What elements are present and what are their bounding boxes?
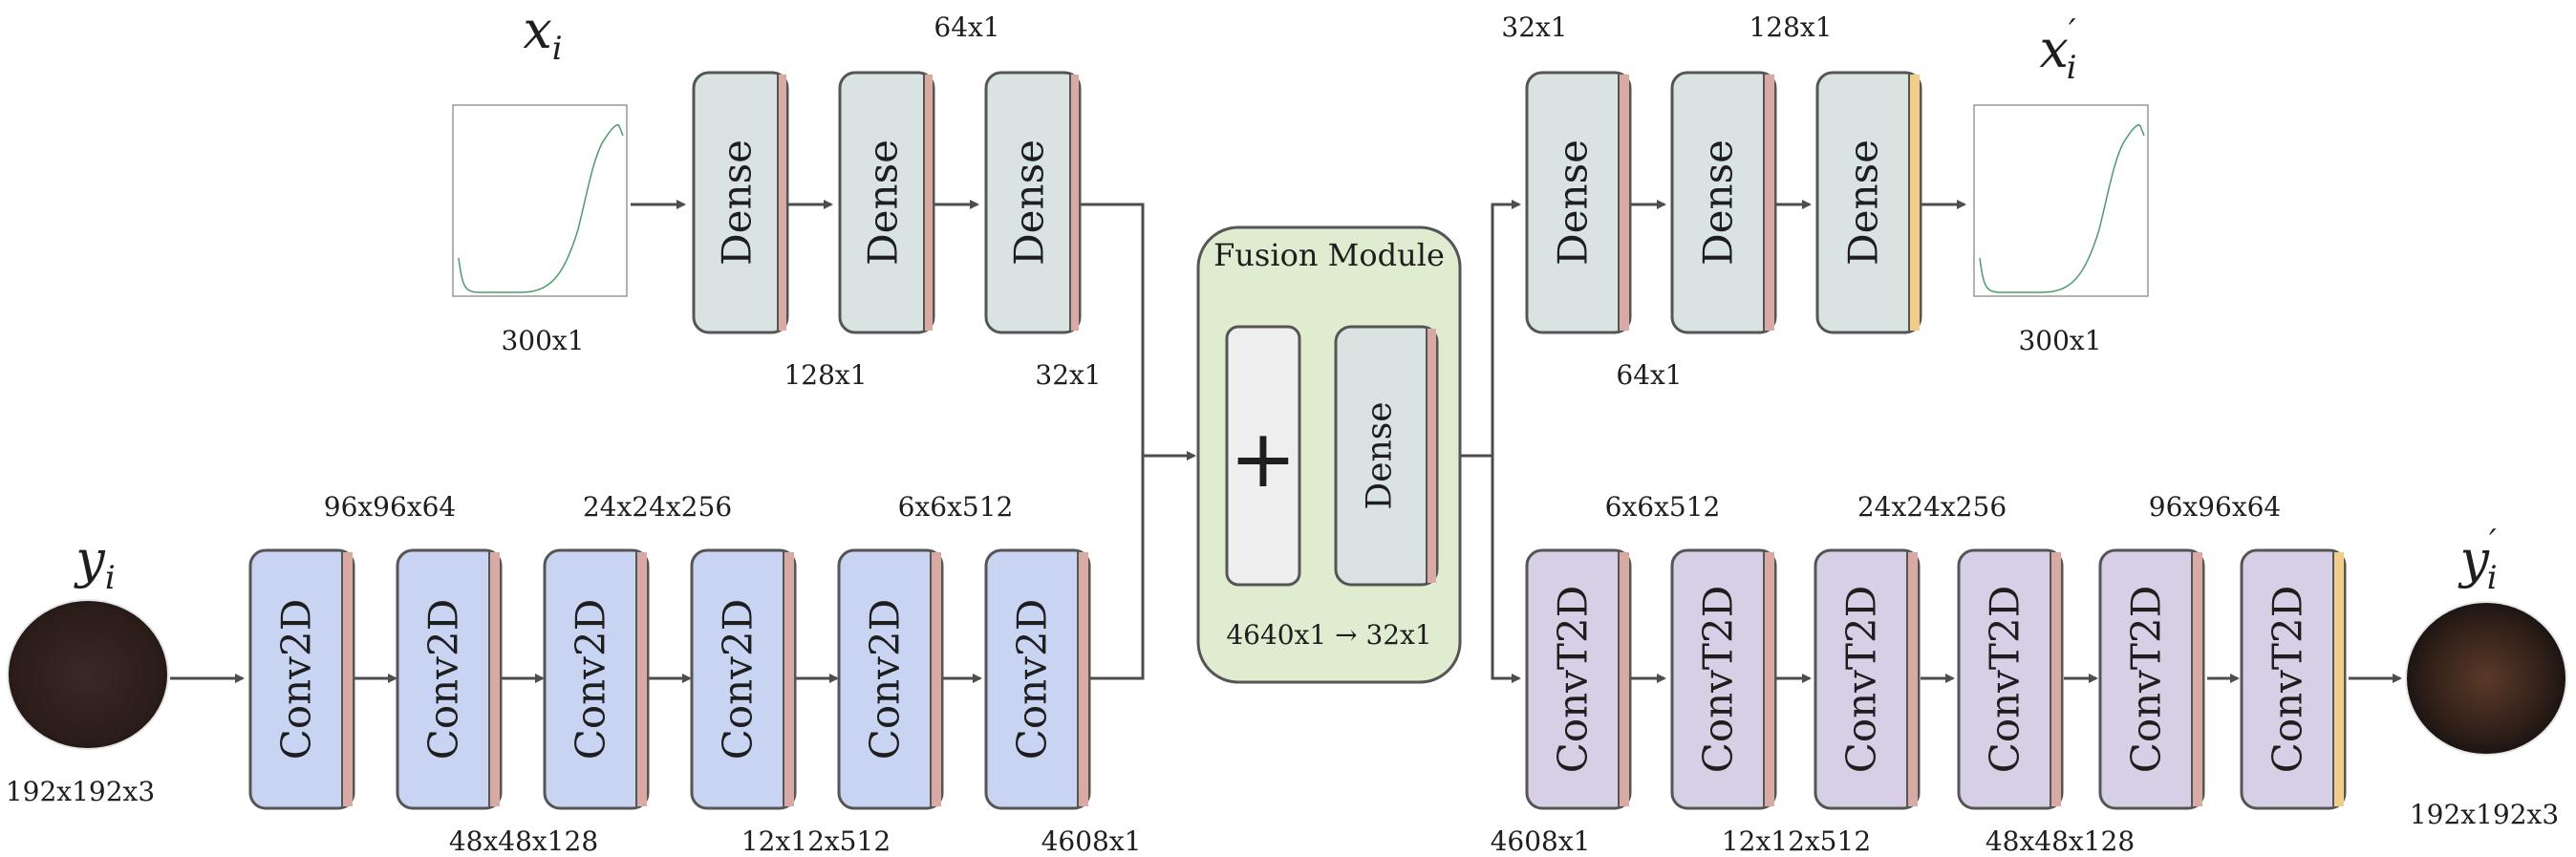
enc-conv-3-dim: 24x24x256: [583, 491, 732, 523]
dec-dense-1: Dense: [1525, 71, 1632, 334]
decoder-1d: Dense Dense Dense 32x1 64x1 128x1: [1501, 11, 1922, 391]
fusion-module: Fusion Module + Dense 4640x1 → 32x1: [1196, 225, 1462, 684]
input-x-dim: 300x1: [501, 325, 584, 356]
enc-conv-3: Conv2D: [543, 548, 650, 810]
enc-conv-5-label: Conv2D: [862, 599, 909, 761]
output-particle-image: [2405, 601, 2567, 756]
enc-dense-2: Dense: [838, 71, 935, 334]
output-x-label: x′i: [2039, 12, 2076, 87]
dec-dense-3-dim: 128x1: [1749, 11, 1832, 43]
dec-convt-3: ConvT2D: [1814, 548, 1921, 810]
plus-icon: +: [1230, 412, 1297, 505]
enc-conv-2: Conv2D: [396, 548, 503, 810]
dec-dense-1-dim: 32x1: [1501, 11, 1567, 43]
encoder-2d: Conv2D Conv2D Conv2D Conv2D Conv2D: [248, 491, 1142, 857]
dec-convt-5-label: ConvT2D: [2123, 586, 2170, 774]
dec-convt-1-dim: 4608x1: [1491, 825, 1591, 857]
enc-conv-4-dim: 12x12x512: [741, 825, 891, 857]
enc-dense-1: Dense: [692, 71, 789, 334]
connector-dense3-down: [1080, 203, 1145, 456]
enc-conv-3-label: Conv2D: [568, 599, 614, 761]
input-x-label: xi: [523, 0, 562, 68]
dec-dense-2-label: Dense: [1695, 139, 1742, 266]
decoder-2d: ConvT2D ConvT2D ConvT2D ConvT2D ConvT2D: [1491, 491, 2347, 857]
enc-conv-1-dim: 96x96x64: [324, 491, 456, 523]
output-x-group: x′i 300x1: [1973, 12, 2149, 356]
output-x-dim: 300x1: [2018, 325, 2101, 356]
input-y-label: yi: [74, 529, 115, 597]
fusion-module-title: Fusion Module: [1213, 237, 1445, 273]
enc-conv-2-label: Conv2D: [420, 599, 467, 761]
dec-convt-3-label: ConvT2D: [1838, 586, 1885, 774]
dec-convt-5-dim: 48x48x128: [1986, 825, 2135, 857]
enc-conv-2-dim: 48x48x128: [449, 825, 598, 857]
enc-dense-2-dim: 64x1: [934, 11, 999, 43]
enc-conv-5: Conv2D: [837, 548, 944, 810]
enc-dense-2-label: Dense: [860, 139, 907, 266]
dec-dense-3-label: Dense: [1840, 139, 1887, 266]
dec-convt-6-label: ConvT2D: [2265, 586, 2311, 774]
fusion-dim: 4640x1 → 32x1: [1226, 619, 1431, 651]
dec-convt-4-dim: 24x24x256: [1857, 491, 2007, 523]
encoder-1d: Dense Dense Dense 128x1 64x1 32x1: [692, 11, 1102, 391]
enc-conv-1-label: Conv2D: [273, 599, 320, 761]
dec-dense-1-label: Dense: [1550, 139, 1597, 266]
arrow-fusion-to-top-decoder: [1460, 200, 1521, 458]
enc-conv-6: Conv2D: [984, 548, 1091, 810]
dec-convt-2-label: ConvT2D: [1695, 586, 1742, 774]
arrow-fusion-to-bottom-decoder: [1491, 456, 1521, 683]
fusion-dense-block: Dense: [1334, 325, 1439, 587]
fusion-concat-block: [1225, 325, 1301, 587]
fusion-dense-label: Dense: [1361, 401, 1400, 509]
connector-conv6-up: [1089, 456, 1145, 680]
enc-conv-1: Conv2D: [248, 548, 355, 810]
enc-dense-3-dim: 32x1: [1035, 359, 1101, 391]
dec-convt-2-dim: 6x6x512: [1605, 491, 1721, 523]
dec-convt-1-label: ConvT2D: [1550, 586, 1597, 774]
dec-convt-2: ConvT2D: [1670, 548, 1777, 810]
dec-convt-4: ConvT2D: [1957, 548, 2064, 810]
input-y-group: yi 192x192x3: [6, 529, 169, 807]
input-spectrum-plot: [452, 104, 628, 297]
dec-dense-2-dim: 64x1: [1616, 359, 1682, 391]
enc-dense-3-label: Dense: [1006, 139, 1053, 266]
input-x-group: xi 300x1: [452, 0, 628, 356]
dec-convt-5: ConvT2D: [2098, 548, 2205, 810]
enc-dense-3: Dense: [984, 71, 1082, 334]
dec-dense-2: Dense: [1670, 71, 1777, 334]
dec-convt-6: ConvT2D: [2240, 548, 2347, 810]
dec-convt-3-dim: 12x12x512: [1722, 825, 1871, 857]
output-y-group: y′i 192x192x3: [2405, 523, 2567, 830]
enc-dense-1-dim: 128x1: [784, 359, 867, 391]
dec-convt-1: ConvT2D: [1525, 548, 1632, 810]
dec-convt-4-label: ConvT2D: [1982, 586, 2029, 774]
enc-conv-4: Conv2D: [690, 548, 797, 810]
output-y-label: y′i: [2458, 523, 2497, 597]
enc-conv-6-label: Conv2D: [1009, 599, 1056, 761]
enc-conv-6-dim: 4608x1: [1041, 825, 1142, 857]
input-particle-image: [7, 599, 169, 750]
dec-convt-6-dim: 96x96x64: [2149, 491, 2281, 523]
input-y-dim: 192x192x3: [6, 776, 155, 807]
enc-conv-5-dim: 6x6x512: [898, 491, 1014, 523]
dec-dense-3: Dense: [1815, 71, 1922, 334]
output-y-dim: 192x192x3: [2410, 799, 2559, 830]
enc-dense-1-label: Dense: [714, 139, 761, 266]
enc-conv-4-label: Conv2D: [715, 599, 762, 761]
output-spectrum-plot: [1973, 104, 2149, 297]
